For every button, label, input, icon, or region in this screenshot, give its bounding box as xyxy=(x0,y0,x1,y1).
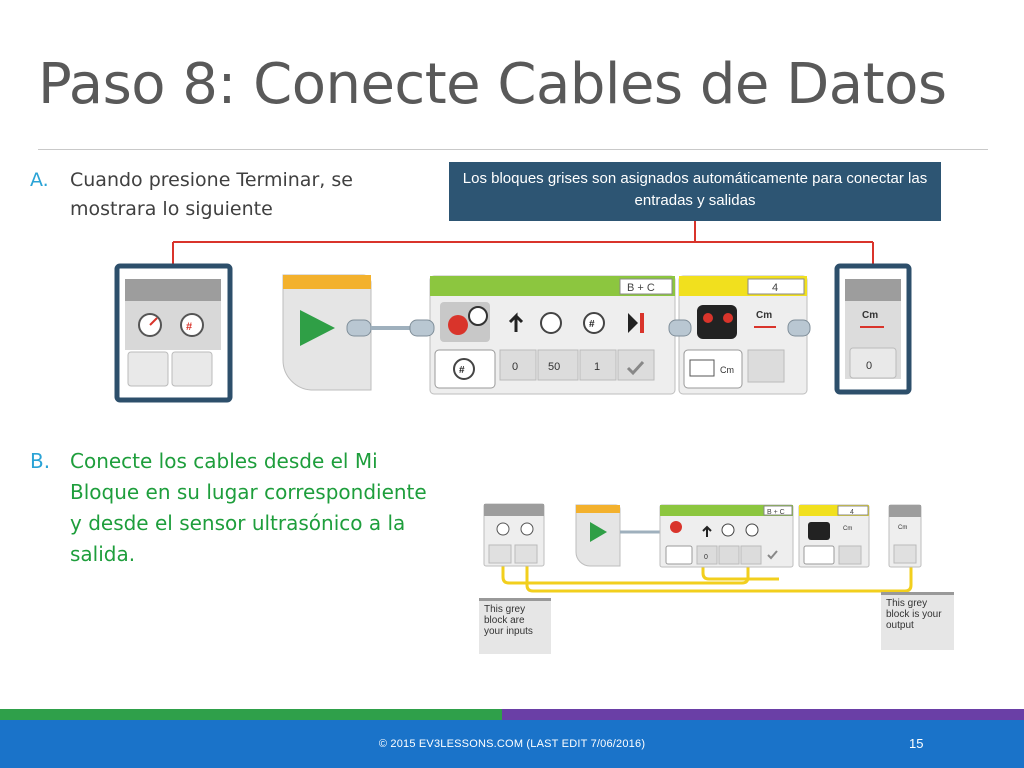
motor-value-steering: 0 xyxy=(512,361,518,373)
data-wires xyxy=(501,565,913,593)
footer-bar: © 2015 EV3LESSONS.COM (LAST EDIT 7/06/20… xyxy=(0,720,1024,768)
input-grey-block-small xyxy=(483,503,545,567)
output-note: This grey block is your output xyxy=(881,592,954,650)
svg-text:#: # xyxy=(459,365,465,376)
inputs-note: This grey block are your inputs xyxy=(479,598,551,654)
bullet-a-marker: A. xyxy=(30,169,49,191)
input-grey-block: # xyxy=(114,263,233,403)
motor-value-small: 0 xyxy=(704,554,708,561)
ultrasonic-sensor-block-small: 4 Cm xyxy=(798,504,870,568)
title-divider xyxy=(38,149,988,150)
output-unit-label: Cm xyxy=(862,310,878,321)
ev3-program-bottom: B + C 0 4 Cm Cm xyxy=(483,503,922,593)
footer-band-purple xyxy=(502,709,1024,720)
output-grey-block-small: Cm xyxy=(888,504,922,568)
motor-ports-label-small: B + C xyxy=(767,509,785,516)
callout-box: Los bloques grises son asignados automát… xyxy=(449,162,941,221)
move-steering-block: B + C # # 0 50 1 xyxy=(409,275,676,395)
sensor-unit-label-small: Cm xyxy=(843,526,852,532)
bullet-a: A. Cuando presione Terminar, se mostrara… xyxy=(30,166,410,226)
slide-title: Paso 8: Conecte Cables de Datos xyxy=(38,52,947,117)
bullet-a-text: Cuando presione Terminar, se mostrara lo… xyxy=(70,169,353,220)
footer-copyright: © 2015 EV3LESSONS.COM (LAST EDIT 7/06/20… xyxy=(378,738,646,750)
motor-ports-label: B + C xyxy=(627,282,655,294)
svg-text:#: # xyxy=(589,319,595,330)
output-unit-label-small: Cm xyxy=(898,525,907,531)
start-block-small xyxy=(575,504,621,567)
bullet-b-text: Conecte los cables desde el Mi Bloque en… xyxy=(70,449,427,566)
move-steering-block-small: B + C 0 xyxy=(659,504,794,568)
ev3-program-top: # B + C # # 0 50 1 xyxy=(114,221,912,403)
bullet-b-marker: B. xyxy=(30,449,51,473)
svg-text:Cm: Cm xyxy=(720,365,734,375)
page-number: 15 xyxy=(909,736,924,751)
sensor-port-label: 4 xyxy=(772,282,778,294)
start-block xyxy=(282,274,372,391)
motor-value-power: 50 xyxy=(548,361,560,373)
svg-text:#: # xyxy=(186,321,192,333)
footer-band-green xyxy=(0,709,502,720)
motor-value-rotations: 1 xyxy=(594,361,600,373)
output-grey-block: Cm 0 xyxy=(834,263,912,395)
sensor-unit-label: Cm xyxy=(756,310,772,321)
bullet-b: B. Conecte los cables desde el Mi Bloque… xyxy=(30,446,430,571)
ultrasonic-sensor-block: 4 Cm Cm xyxy=(668,275,811,395)
output-value-label: 0 xyxy=(866,360,872,372)
callout-connector-lines xyxy=(172,221,874,266)
sensor-port-label-small: 4 xyxy=(850,509,854,516)
